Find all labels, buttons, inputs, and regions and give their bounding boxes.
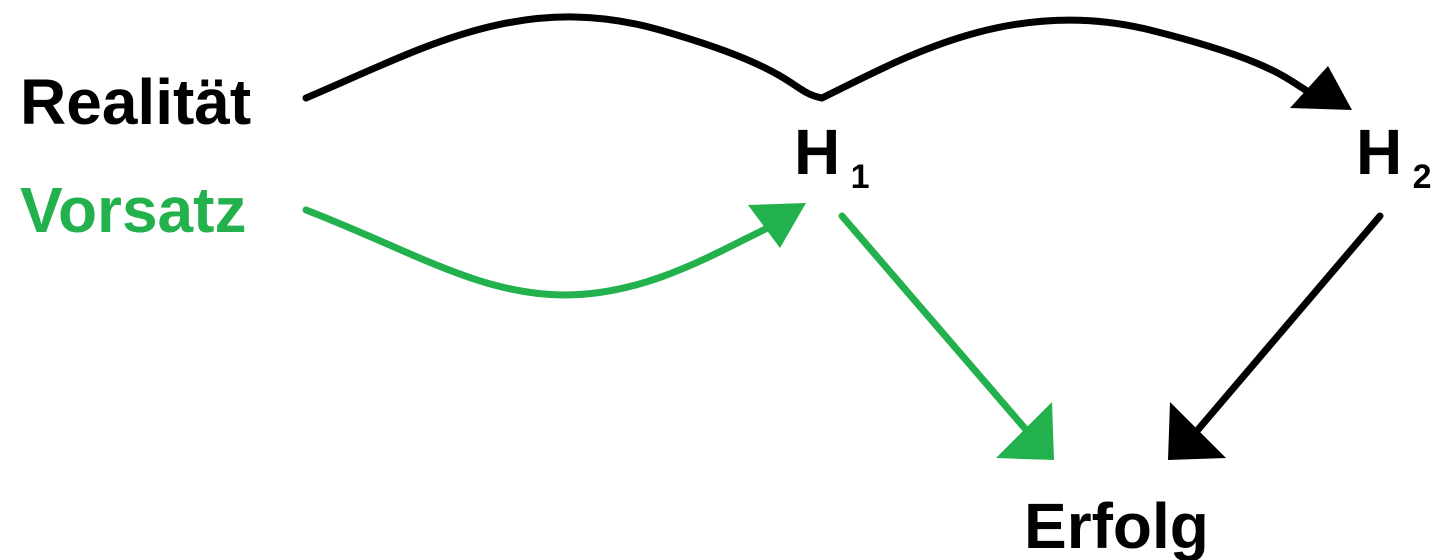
h1-label: H 1 bbox=[794, 116, 870, 196]
h2-label: H 2 bbox=[1356, 116, 1432, 196]
vorsatz-to-h1-connector bbox=[302, 206, 784, 299]
erfolg-label: Erfolg bbox=[1024, 490, 1209, 560]
h1-subscript: 1 bbox=[851, 158, 870, 196]
erfolg-green-arrowhead bbox=[996, 402, 1054, 460]
h1-arrowhead bbox=[748, 203, 806, 248]
realitaet-to-h2-connector bbox=[302, 13, 1324, 102]
h2-subscript: 2 bbox=[1413, 158, 1432, 196]
realitaet-label: Realität bbox=[20, 66, 251, 138]
h2-to-erfolg-connector bbox=[1192, 212, 1384, 436]
h1-letter: H bbox=[794, 116, 840, 188]
h1-to-erfolg-connector bbox=[838, 212, 1032, 436]
h2-letter: H bbox=[1356, 116, 1402, 188]
vorsatz-label: Vorsatz bbox=[20, 174, 246, 246]
erfolg-black-arrowhead bbox=[1168, 402, 1226, 460]
h2-arrowhead bbox=[1290, 66, 1352, 110]
